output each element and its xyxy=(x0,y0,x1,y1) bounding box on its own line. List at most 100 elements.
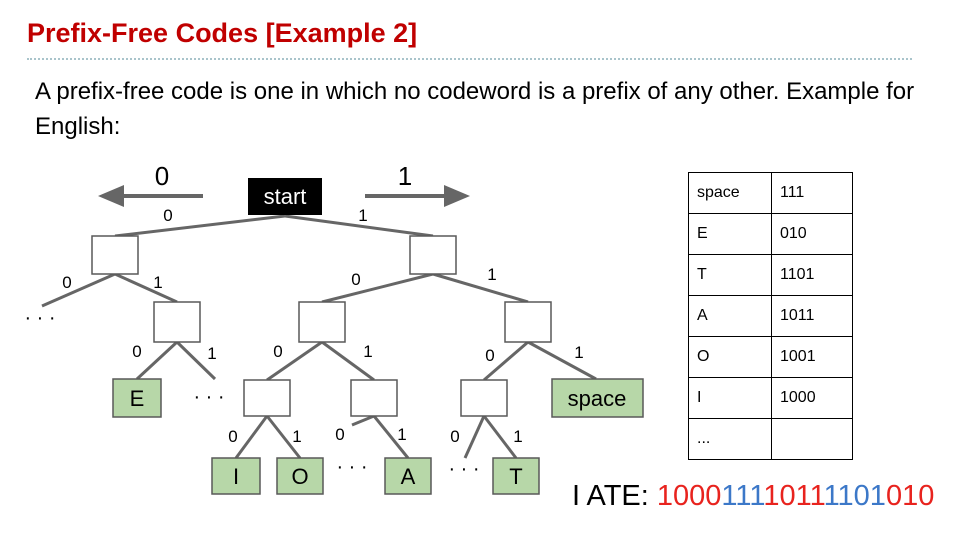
edge-label-n100-right: 1 xyxy=(292,427,301,446)
leaf-E-label: E xyxy=(130,386,145,411)
tree-node-0 xyxy=(91,235,139,275)
edge-label-n110-right: 1 xyxy=(513,427,522,446)
edge-n110-left xyxy=(463,415,486,459)
codeword-segment: 111 xyxy=(721,480,764,512)
slide-title: Prefix-Free Codes [Example 2] xyxy=(27,18,418,48)
edge-label-n101-left: 0 xyxy=(335,425,344,444)
tree-node-110 xyxy=(460,379,508,417)
edge-label-n1-left: 0 xyxy=(351,270,360,289)
edge-n0-right xyxy=(114,272,178,304)
edge-label-n11-right: 1 xyxy=(574,343,583,362)
code-table-symbol: A xyxy=(688,295,772,337)
intro-text: A prefix-free code is one in which no co… xyxy=(35,78,915,140)
start-node-label: start xyxy=(264,184,307,209)
ellipsis-after-e: · · · xyxy=(193,386,224,408)
edge-n01-left xyxy=(135,340,179,381)
edge-label-n11-left: 0 xyxy=(485,346,494,365)
edge-n100-left xyxy=(234,415,269,459)
code-table-row: ... xyxy=(688,418,853,460)
code-table-codeword: 111 xyxy=(771,172,853,214)
code-table-symbol: I xyxy=(688,377,772,419)
code-table-symbol: E xyxy=(688,213,772,255)
code-table-codeword: 1101 xyxy=(771,254,853,296)
edge-root-left xyxy=(114,214,286,238)
ellipsis-between-a-t: · · · xyxy=(448,458,479,480)
codeword-segment: 010 xyxy=(885,480,935,512)
code-table-codeword: 010 xyxy=(771,213,853,255)
edge-n110-right xyxy=(482,415,518,459)
code-table-codeword xyxy=(771,418,853,460)
edge-label-n10-right: 1 xyxy=(363,342,372,361)
edge-n10-right xyxy=(321,340,375,382)
edge-n100-right xyxy=(265,415,302,459)
tree-node-01 xyxy=(153,301,201,343)
decode-prefix: I ATE: xyxy=(572,480,657,512)
tree-node-10 xyxy=(298,301,346,343)
arrow-right-label: 1 xyxy=(398,161,412,191)
leaf-nodes: E space I O A T xyxy=(112,378,644,495)
edge-n1-left xyxy=(321,272,434,304)
internal-nodes xyxy=(91,235,552,417)
edge-n11-left xyxy=(483,340,529,382)
leaf-A xyxy=(384,457,432,495)
edge-n11-right xyxy=(527,340,597,381)
edge-label-root-right: 1 xyxy=(358,206,367,225)
leaf-O-label: O xyxy=(291,464,308,489)
arrow-right-head xyxy=(444,185,470,207)
edge-label-n10-left: 0 xyxy=(273,342,282,361)
code-table-symbol: ... xyxy=(688,418,772,460)
code-table-codeword: 1001 xyxy=(771,336,853,378)
leaf-I xyxy=(211,457,261,495)
codeword-segment: 1011 xyxy=(763,480,824,512)
decode-bitstring: 100011110111101010 xyxy=(657,480,934,512)
arrow-left-head xyxy=(98,185,124,207)
edge-label-n01-left: 0 xyxy=(132,342,141,361)
edge-n101-right xyxy=(372,415,410,459)
edge-n101-left xyxy=(351,414,375,427)
leaf-T xyxy=(492,457,540,495)
codeword-segment: 1000 xyxy=(656,480,722,512)
ellipsis-between-o-a: · · · xyxy=(336,456,367,478)
arrow-left-label: 0 xyxy=(155,161,169,191)
edge-label-root-left: 0 xyxy=(163,206,172,225)
title-divider xyxy=(27,58,912,60)
code-table-codeword: 1011 xyxy=(771,295,853,337)
tree-node-101 xyxy=(350,379,398,417)
edge-n0-left xyxy=(41,272,116,308)
edge-label-n100-left: 0 xyxy=(228,427,237,446)
edge-label-n1-right: 1 xyxy=(487,265,496,284)
edge-label-n0-left: 0 xyxy=(62,273,71,292)
leaf-T-label: T xyxy=(509,464,522,489)
edge-root-right xyxy=(284,214,434,238)
leaf-I-label: I xyxy=(233,464,239,489)
edge-label-n01-right: 1 xyxy=(207,344,216,363)
ellipsis-left: · · · xyxy=(24,307,55,329)
tree-node-1 xyxy=(409,235,457,275)
leaf-A-label: A xyxy=(401,464,416,489)
decoded-example: I ATE: 100011110111101010 xyxy=(572,480,934,513)
edge-label-n0-right: 1 xyxy=(153,273,162,292)
codeword-segment: 1101 xyxy=(823,480,886,512)
start-node xyxy=(248,178,322,215)
edge-n10-left xyxy=(266,340,323,382)
leaf-E xyxy=(112,378,162,418)
tree-edges xyxy=(41,214,597,459)
code-table-symbol: T xyxy=(688,254,772,296)
edge-labels: 0 1 0 1 0 1 0 1 0 1 0 1 0 1 0 1 0 1 xyxy=(62,206,583,446)
code-table-symbol: O xyxy=(688,336,772,378)
code-table-codeword: 1000 xyxy=(771,377,853,419)
edge-n1-right xyxy=(432,272,529,304)
leaf-O xyxy=(276,457,324,495)
edge-n01-right xyxy=(175,340,217,381)
edge-label-n110-left: 0 xyxy=(450,427,459,446)
leaf-space-label: space xyxy=(568,386,627,411)
